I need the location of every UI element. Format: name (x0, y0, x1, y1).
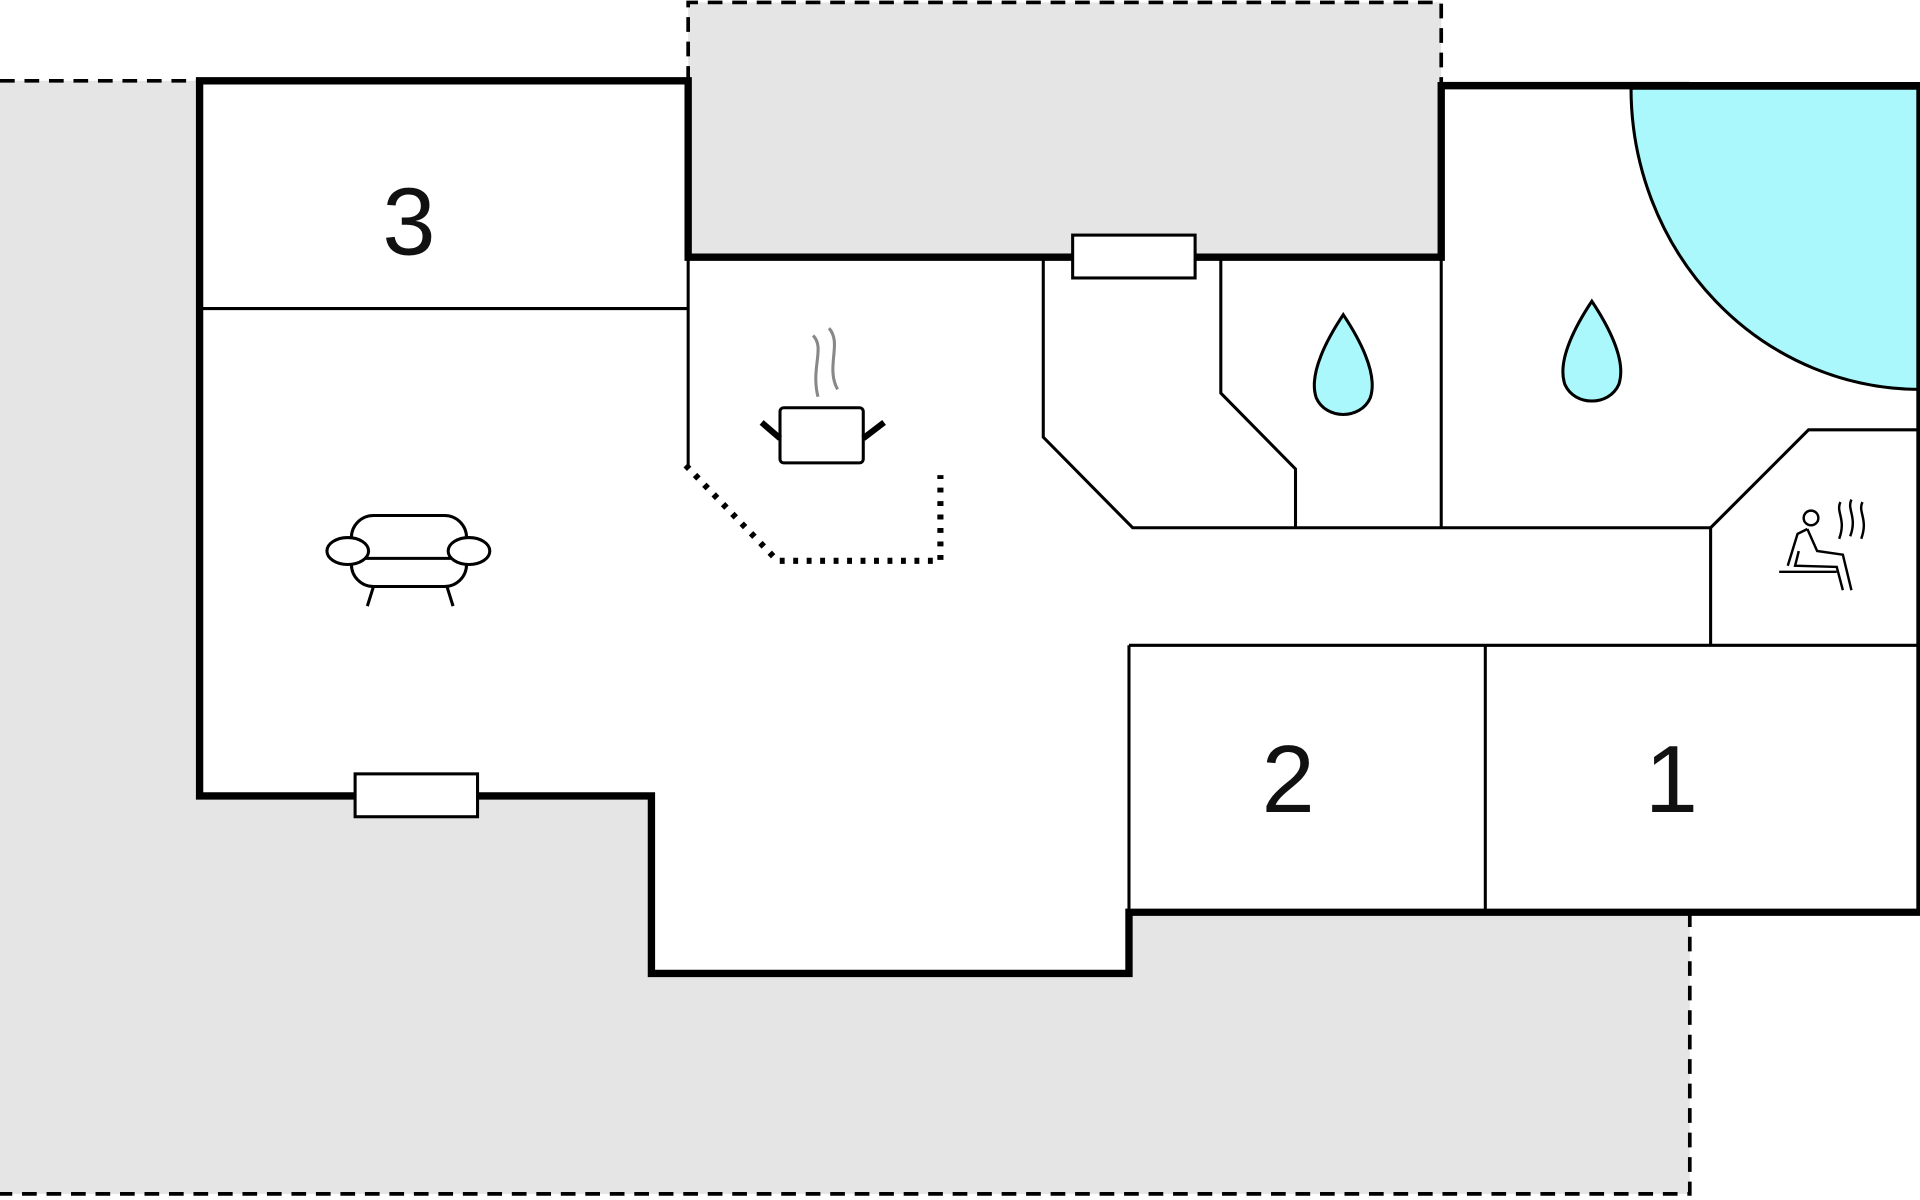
room-label-1: 1 (1645, 727, 1698, 833)
kitchen-counter (683, 463, 944, 564)
room-label-3: 3 (382, 170, 435, 276)
window-bottom (353, 772, 480, 819)
water-drop-icon (1561, 298, 1623, 403)
sauna-icon (1779, 499, 1866, 591)
interior-walls (199, 257, 1920, 913)
cooking-pot-icon (759, 327, 886, 465)
water-drop-icon (1312, 311, 1374, 417)
sofa-icon (325, 513, 492, 607)
terrace-dashed-border (0, 0, 1692, 1196)
exterior-walls (195, 77, 1920, 978)
house-outline (199, 80, 1920, 974)
terrace-top (688, 2, 1442, 258)
room-label-2: 2 (1262, 727, 1315, 833)
window-top (1071, 233, 1197, 280)
pool (1629, 86, 1920, 391)
